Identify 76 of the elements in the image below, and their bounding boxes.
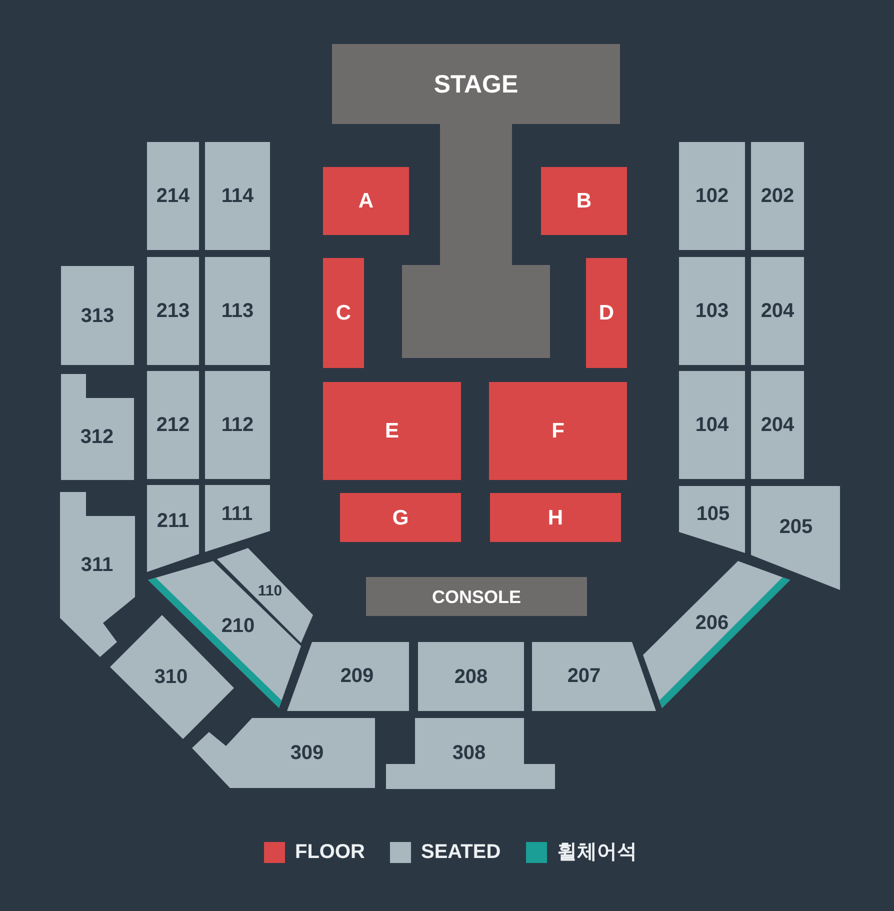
floor-section [323, 258, 364, 368]
seating-section [679, 486, 745, 553]
section-label: 204 [760, 415, 794, 435]
section-label: 202 [760, 186, 794, 206]
section-label: 105 [696, 504, 730, 524]
floor-section [586, 258, 627, 368]
section-label: D [598, 302, 614, 324]
console-label: CONSOLE [432, 588, 521, 606]
section-label: C [336, 302, 352, 324]
section-label: 110 [258, 584, 282, 598]
seating-section [643, 561, 790, 708]
seating-section [61, 374, 134, 480]
section-label: F [552, 420, 564, 442]
section-label: B [576, 190, 592, 212]
section-label: 214 [156, 186, 190, 206]
section-label: 209 [340, 666, 374, 686]
section-label: 310 [154, 667, 188, 687]
seating-section [60, 492, 135, 657]
seating-section [386, 718, 555, 789]
seating-section [205, 485, 270, 552]
stage-label: STAGE [434, 72, 518, 98]
section-label: A [358, 190, 374, 212]
section-label: 309 [290, 743, 324, 763]
seating-section [205, 142, 270, 250]
seating-section [147, 371, 199, 479]
floor-section [323, 382, 461, 480]
section-label: 104 [695, 415, 729, 435]
section-label: 213 [156, 301, 190, 321]
section-label: 311 [80, 555, 114, 575]
section-label: 308 [452, 743, 486, 763]
legend-label: FLOOR [295, 842, 365, 862]
seating-section [205, 257, 270, 365]
seating-section [205, 371, 270, 479]
seating-section [192, 718, 375, 788]
seating-section [532, 642, 656, 711]
section-label: G [392, 507, 409, 528]
seating-section [418, 642, 524, 711]
legend-label: SEATED [421, 842, 501, 862]
section-label: 313 [80, 306, 114, 326]
floor-section [490, 493, 621, 542]
section-label: 205 [779, 517, 813, 537]
section-label: 212 [156, 415, 190, 435]
seating-section [751, 142, 804, 250]
section-label: 211 [156, 511, 190, 531]
section-label: 207 [567, 666, 601, 686]
seating-section [147, 142, 199, 250]
seating-section [679, 142, 745, 250]
seating-section [751, 486, 840, 590]
section-label: 204 [760, 301, 794, 321]
section-label: 112 [221, 415, 254, 435]
section-label: 103 [695, 301, 729, 321]
section-label: E [385, 420, 399, 442]
floor-section [340, 493, 461, 542]
section-label: H [548, 507, 564, 528]
seating-section [751, 371, 804, 479]
seating-section [751, 257, 804, 365]
section-label: 113 [221, 301, 254, 321]
section-label: 111 [221, 504, 253, 524]
seating-section [679, 371, 745, 479]
legend-label: 휠체어석 [557, 842, 637, 862]
section-label: 206 [695, 613, 729, 633]
seating-section [287, 642, 409, 711]
console-area [366, 577, 587, 616]
section-label: 210 [221, 616, 255, 636]
seating-section [61, 266, 134, 365]
section-label: 208 [454, 666, 488, 686]
seating-section [147, 485, 199, 572]
seating-section [147, 257, 199, 365]
floor-section [489, 382, 627, 480]
floor-section [541, 167, 627, 235]
seating-section [679, 257, 745, 365]
section-label: 312 [80, 427, 114, 447]
floor-section [323, 167, 409, 235]
section-label: 102 [695, 186, 729, 206]
stage-area [332, 44, 620, 358]
section-label: 114 [221, 186, 254, 206]
